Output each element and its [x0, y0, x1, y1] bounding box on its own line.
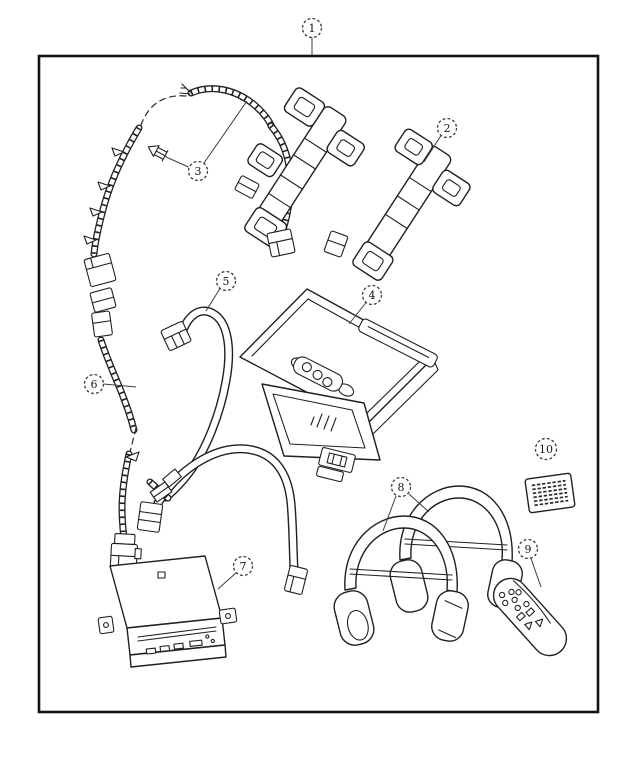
callout-8: 8 — [382, 476, 430, 532]
headphone-front — [333, 515, 469, 646]
callout-1-number: 1 — [309, 22, 316, 35]
callout-5-circle — [215, 270, 237, 292]
callout-3-number: 3 — [195, 165, 202, 178]
info-card-drawing — [524, 472, 576, 514]
callout-5: 5 — [205, 270, 237, 312]
callout-10-number: 10 — [539, 443, 553, 456]
callout-9-circle — [517, 538, 539, 560]
callout-4-circle — [361, 284, 383, 306]
connector-cluster — [136, 468, 182, 533]
callout-9: 9 — [517, 538, 542, 588]
callout-6-circle — [83, 373, 105, 395]
callout-3: 3 — [165, 100, 248, 182]
callout-10: 10 — [534, 437, 558, 461]
callout-6: 6 — [83, 373, 137, 395]
callout-1: 1 — [301, 17, 323, 55]
jumper-cable-drawing — [136, 306, 309, 595]
bracket-left — [244, 87, 365, 248]
callout-1-circle — [301, 17, 323, 39]
callout-3-circle — [187, 160, 209, 182]
callout-7-number: 7 — [240, 560, 247, 573]
harness-connector — [109, 533, 142, 570]
callout-6-number: 6 — [91, 378, 98, 391]
callout-4: 4 — [348, 284, 383, 325]
remote-control-drawing — [492, 577, 568, 657]
callout-4-number: 4 — [369, 289, 376, 302]
dvd-player-drawing — [97, 555, 238, 668]
overhead-monitor-drawing — [239, 288, 439, 483]
fir-tree-clip — [147, 145, 169, 162]
headphones-drawing — [333, 485, 523, 646]
callout-7-circle — [232, 555, 254, 577]
roof-harness-drawing — [83, 83, 276, 338]
callout-10-circle — [534, 437, 558, 461]
pillar-harness-drawing — [97, 336, 142, 570]
callout-5-number: 5 — [223, 275, 230, 288]
bracket-right — [352, 128, 471, 281]
callout-2-number: 2 — [444, 122, 451, 135]
mounting-bracket-drawing — [234, 87, 471, 281]
callout-9-number: 9 — [525, 543, 532, 556]
callout-8-circle — [390, 476, 412, 498]
callout-7: 7 — [217, 555, 254, 590]
callout-2-circle — [436, 117, 458, 139]
callout-2: 2 — [423, 117, 458, 163]
callout-8-number: 8 — [398, 481, 405, 494]
